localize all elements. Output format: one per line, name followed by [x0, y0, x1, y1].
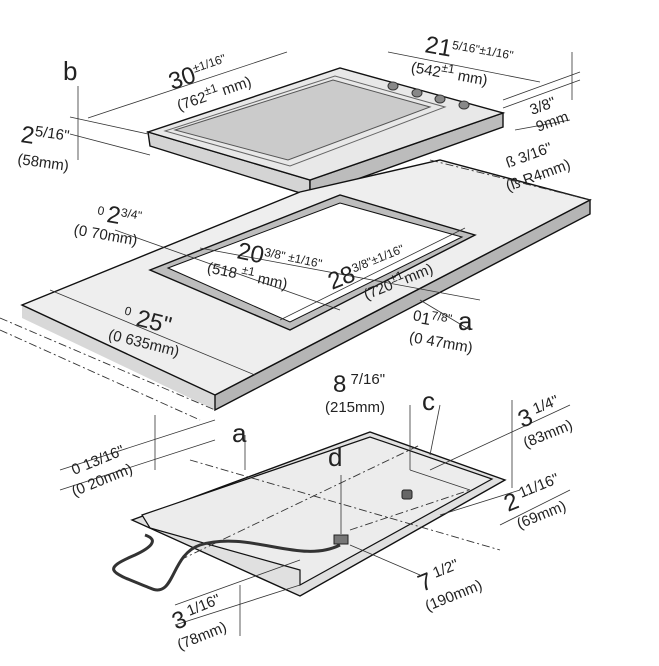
svg-text:25/16": 25/16"	[19, 121, 70, 154]
connector-d	[333, 534, 349, 545]
label-a-cutout: a	[458, 306, 473, 336]
countertop	[20, 159, 592, 412]
dim-c-offset: 8 7/16" (215mm)	[325, 371, 385, 416]
svg-text:(215mm): (215mm)	[325, 399, 385, 416]
label-a-hob: a	[232, 418, 247, 448]
knob-icon	[434, 94, 446, 104]
label-c: c	[422, 386, 435, 416]
knob-icon	[458, 100, 470, 110]
svg-text:(58mm): (58mm)	[16, 151, 70, 175]
connector-c	[401, 489, 413, 500]
dim-depth: 215/16"±1/16" (542±1 mm)	[410, 31, 515, 89]
knob-icon	[387, 81, 399, 91]
dim-rim: 3/8" 9mm	[528, 94, 571, 136]
svg-text:(69mm): (69mm)	[514, 498, 568, 533]
label-b: b	[63, 56, 77, 86]
svg-text:8 7/16": 8 7/16"	[333, 371, 385, 398]
svg-text:(542±1 mm): (542±1 mm)	[410, 55, 490, 89]
knob-icon	[411, 88, 423, 98]
dim-back-gap: 0 23/4" (0 70mm)	[72, 199, 143, 249]
hob-underside	[112, 431, 507, 597]
label-d: d	[328, 442, 342, 472]
svg-text:017/8": 017/8"	[411, 305, 453, 332]
hob-unit	[145, 67, 506, 197]
dim-height: 25/16" (58mm)	[16, 121, 70, 175]
svg-text:0 23/4": 0 23/4"	[95, 199, 143, 233]
dim-c-side: 3 1/4" (83mm)	[514, 392, 575, 452]
control-knobs	[387, 81, 470, 110]
dim-counter-thickness: 0 13/16" (0 20mm)	[69, 442, 135, 500]
dim-d-side: 3 1/16" (78mm)	[168, 591, 229, 654]
dim-d-offset: 7 1/2" (190mm)	[414, 556, 485, 615]
svg-text:(518 ±1 mm): (518 ±1 mm)	[206, 256, 290, 294]
dim-c-depth: 2 11/16" (69mm)	[500, 470, 568, 533]
